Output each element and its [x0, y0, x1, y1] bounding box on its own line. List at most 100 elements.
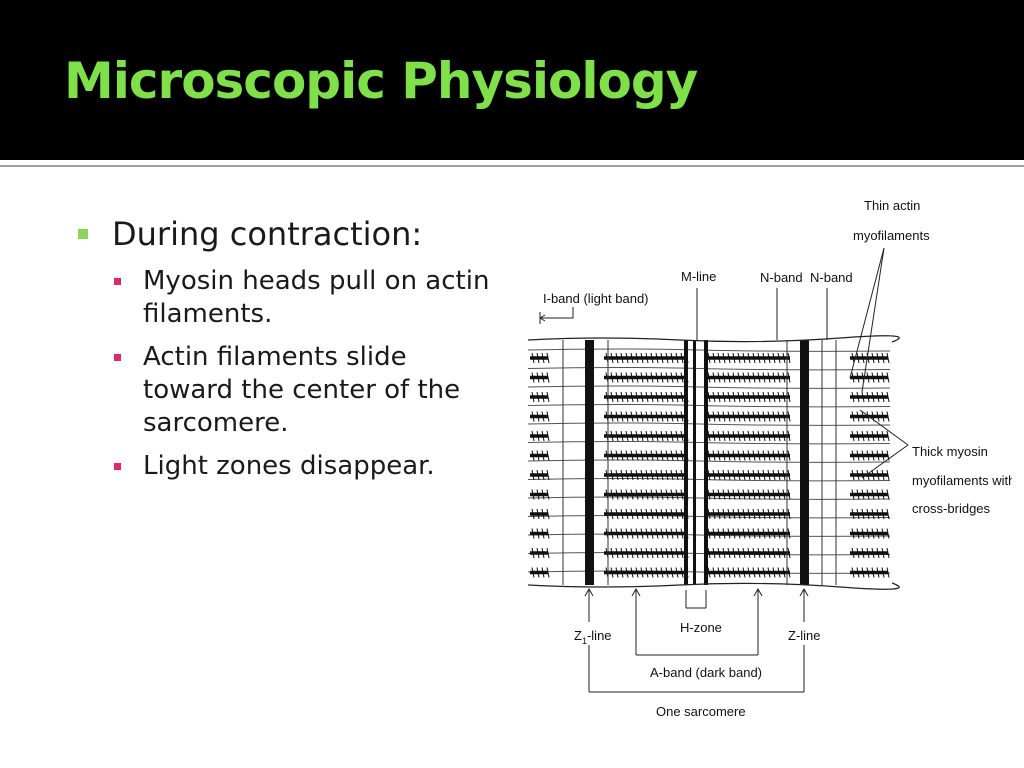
cross-bridge: [650, 528, 654, 539]
cross-bridge: [536, 528, 540, 539]
cross-bridge: [675, 372, 679, 383]
cross-bridge: [866, 469, 870, 481]
cross-bridge: [752, 430, 756, 442]
cross-bridge: [742, 430, 746, 442]
cross-bridge: [787, 469, 791, 481]
cross-bridge: [675, 547, 679, 559]
cross-bridge: [782, 372, 786, 383]
thin-actin-filament: [527, 478, 891, 482]
cross-bridge: [650, 450, 654, 461]
cross-bridge: [610, 469, 614, 481]
cross-bridge: [747, 450, 751, 461]
cross-bridge: [640, 450, 644, 461]
cross-bridge: [757, 547, 761, 559]
cross-bridge: [772, 391, 776, 403]
cross-bridge: [615, 567, 619, 578]
cross-bridge: [635, 372, 639, 383]
cross-bridge: [881, 508, 885, 520]
cross-bridge: [670, 411, 674, 422]
cross-bridge: [541, 372, 545, 383]
cross-bridge: [675, 567, 679, 578]
cross-bridge: [787, 391, 791, 403]
cross-bridge: [635, 489, 639, 500]
cross-bridge: [757, 391, 761, 403]
cross-bridge: [625, 391, 629, 403]
header-divider: [0, 160, 1024, 168]
cross-bridge: [861, 547, 865, 559]
cross-bridge: [707, 352, 711, 364]
cross-bridge: [546, 469, 550, 481]
cross-bridge: [680, 528, 684, 539]
cross-bridge: [541, 411, 545, 422]
cross-bridge: [536, 352, 540, 364]
cross-bridge: [871, 567, 875, 578]
cross-bridge: [772, 430, 776, 442]
cross-bridge: [531, 391, 535, 403]
cross-bridge: [650, 547, 654, 559]
z-line-left: [585, 340, 594, 585]
cross-bridge: [640, 372, 644, 383]
cross-bridge: [615, 508, 619, 520]
cross-bridge: [737, 489, 741, 500]
cross-bridge: [625, 411, 629, 422]
cross-bridge: [707, 567, 711, 578]
cross-bridge: [660, 567, 664, 578]
cross-bridge: [851, 508, 855, 520]
cross-bridge: [707, 411, 711, 422]
cross-bridge: [856, 567, 860, 578]
cross-bridge: [546, 450, 550, 461]
cross-bridge: [536, 508, 540, 520]
cross-bridge: [787, 508, 791, 520]
cross-bridge: [782, 567, 786, 578]
cross-bridge: [871, 450, 875, 461]
label-i-band: I-band (light band): [543, 291, 649, 306]
cross-bridge: [851, 547, 855, 559]
sub-bullet-text: Actin filaments slide toward the center …: [143, 342, 461, 438]
cross-bridge: [871, 430, 875, 442]
cross-bridge: [772, 450, 776, 461]
cross-bridge: [717, 411, 721, 422]
cross-bridge: [620, 391, 624, 403]
cross-bridge: [640, 469, 644, 481]
thick-myosin-pointer: [861, 444, 909, 479]
cross-bridge: [866, 489, 870, 500]
cross-bridge: [727, 372, 731, 383]
cross-bridge: [615, 352, 619, 364]
cross-bridge: [772, 508, 776, 520]
cross-bridge: [680, 352, 684, 364]
cross-bridge: [645, 489, 649, 500]
cross-bridge: [856, 391, 860, 403]
cross-bridge: [665, 489, 669, 500]
cross-bridge: [531, 567, 535, 578]
cross-bridge: [670, 391, 674, 403]
thin-actin-filament: [527, 441, 891, 445]
cross-bridge: [742, 489, 746, 500]
thin-actin-filament: [527, 570, 891, 574]
cross-bridge: [660, 372, 664, 383]
cross-bridge: [866, 450, 870, 461]
cross-bridge: [866, 430, 870, 442]
cross-bridge: [630, 430, 634, 442]
cross-bridge: [680, 411, 684, 422]
cross-bridge: [650, 372, 654, 383]
cross-bridge: [782, 411, 786, 422]
cross-bridge: [752, 450, 756, 461]
label-n-band-1: N-band: [760, 270, 803, 285]
cross-bridge: [536, 547, 540, 559]
cross-bridge: [727, 391, 731, 403]
cross-bridge: [660, 391, 664, 403]
cross-bridge: [536, 411, 540, 422]
cross-bridge: [886, 391, 890, 403]
cross-bridge: [732, 567, 736, 578]
cross-bridge: [886, 372, 890, 383]
cross-bridge: [615, 411, 619, 422]
cross-bridge: [665, 352, 669, 364]
cross-bridge: [737, 352, 741, 364]
cross-bridge: [635, 567, 639, 578]
cross-bridge: [531, 352, 535, 364]
thick-myosin-pointer: [859, 409, 909, 446]
cross-bridge: [742, 411, 746, 422]
cross-bridge: [635, 352, 639, 364]
cross-bridge: [650, 391, 654, 403]
cross-bridge: [541, 391, 545, 403]
